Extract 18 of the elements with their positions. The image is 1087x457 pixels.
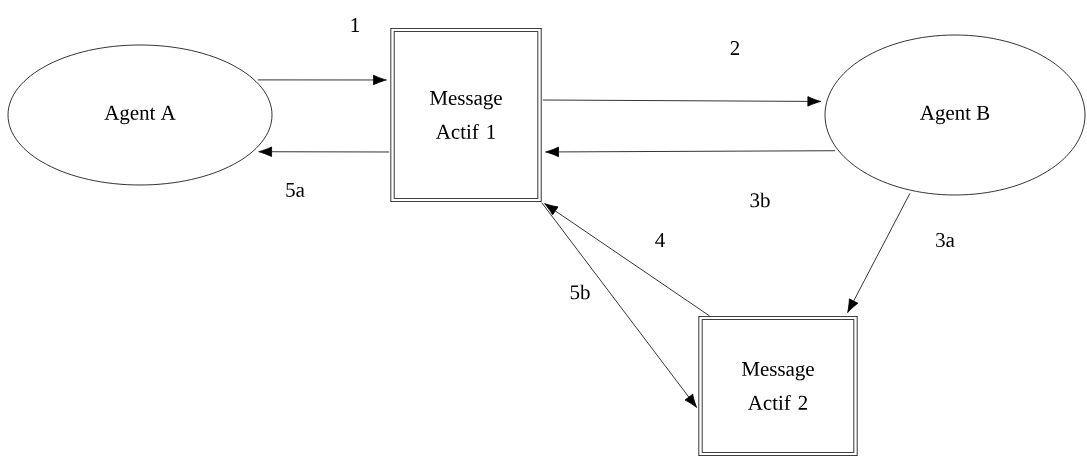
arrow <box>544 203 710 317</box>
arrow <box>542 96 822 107</box>
ellipse-node: Agent A <box>7 44 273 186</box>
edge-label: 4 <box>653 232 667 248</box>
edge-label: 3b <box>748 191 772 209</box>
arrow <box>541 202 698 408</box>
arrow <box>847 193 911 313</box>
edge-label: 1 <box>348 17 362 33</box>
message-box: Message Actif 2 <box>698 315 858 457</box>
arrow <box>258 146 390 157</box>
arrow <box>257 74 387 86</box>
edge-label: 5b <box>568 283 592 301</box>
edge-label: 2 <box>728 40 742 56</box>
message-box: Message Actif 1 <box>390 27 542 203</box>
ellipse-node: Agent B <box>824 34 1086 196</box>
arrow <box>545 146 836 158</box>
edge-label: 3a <box>934 231 956 248</box>
edge-label: 5a <box>284 182 306 198</box>
